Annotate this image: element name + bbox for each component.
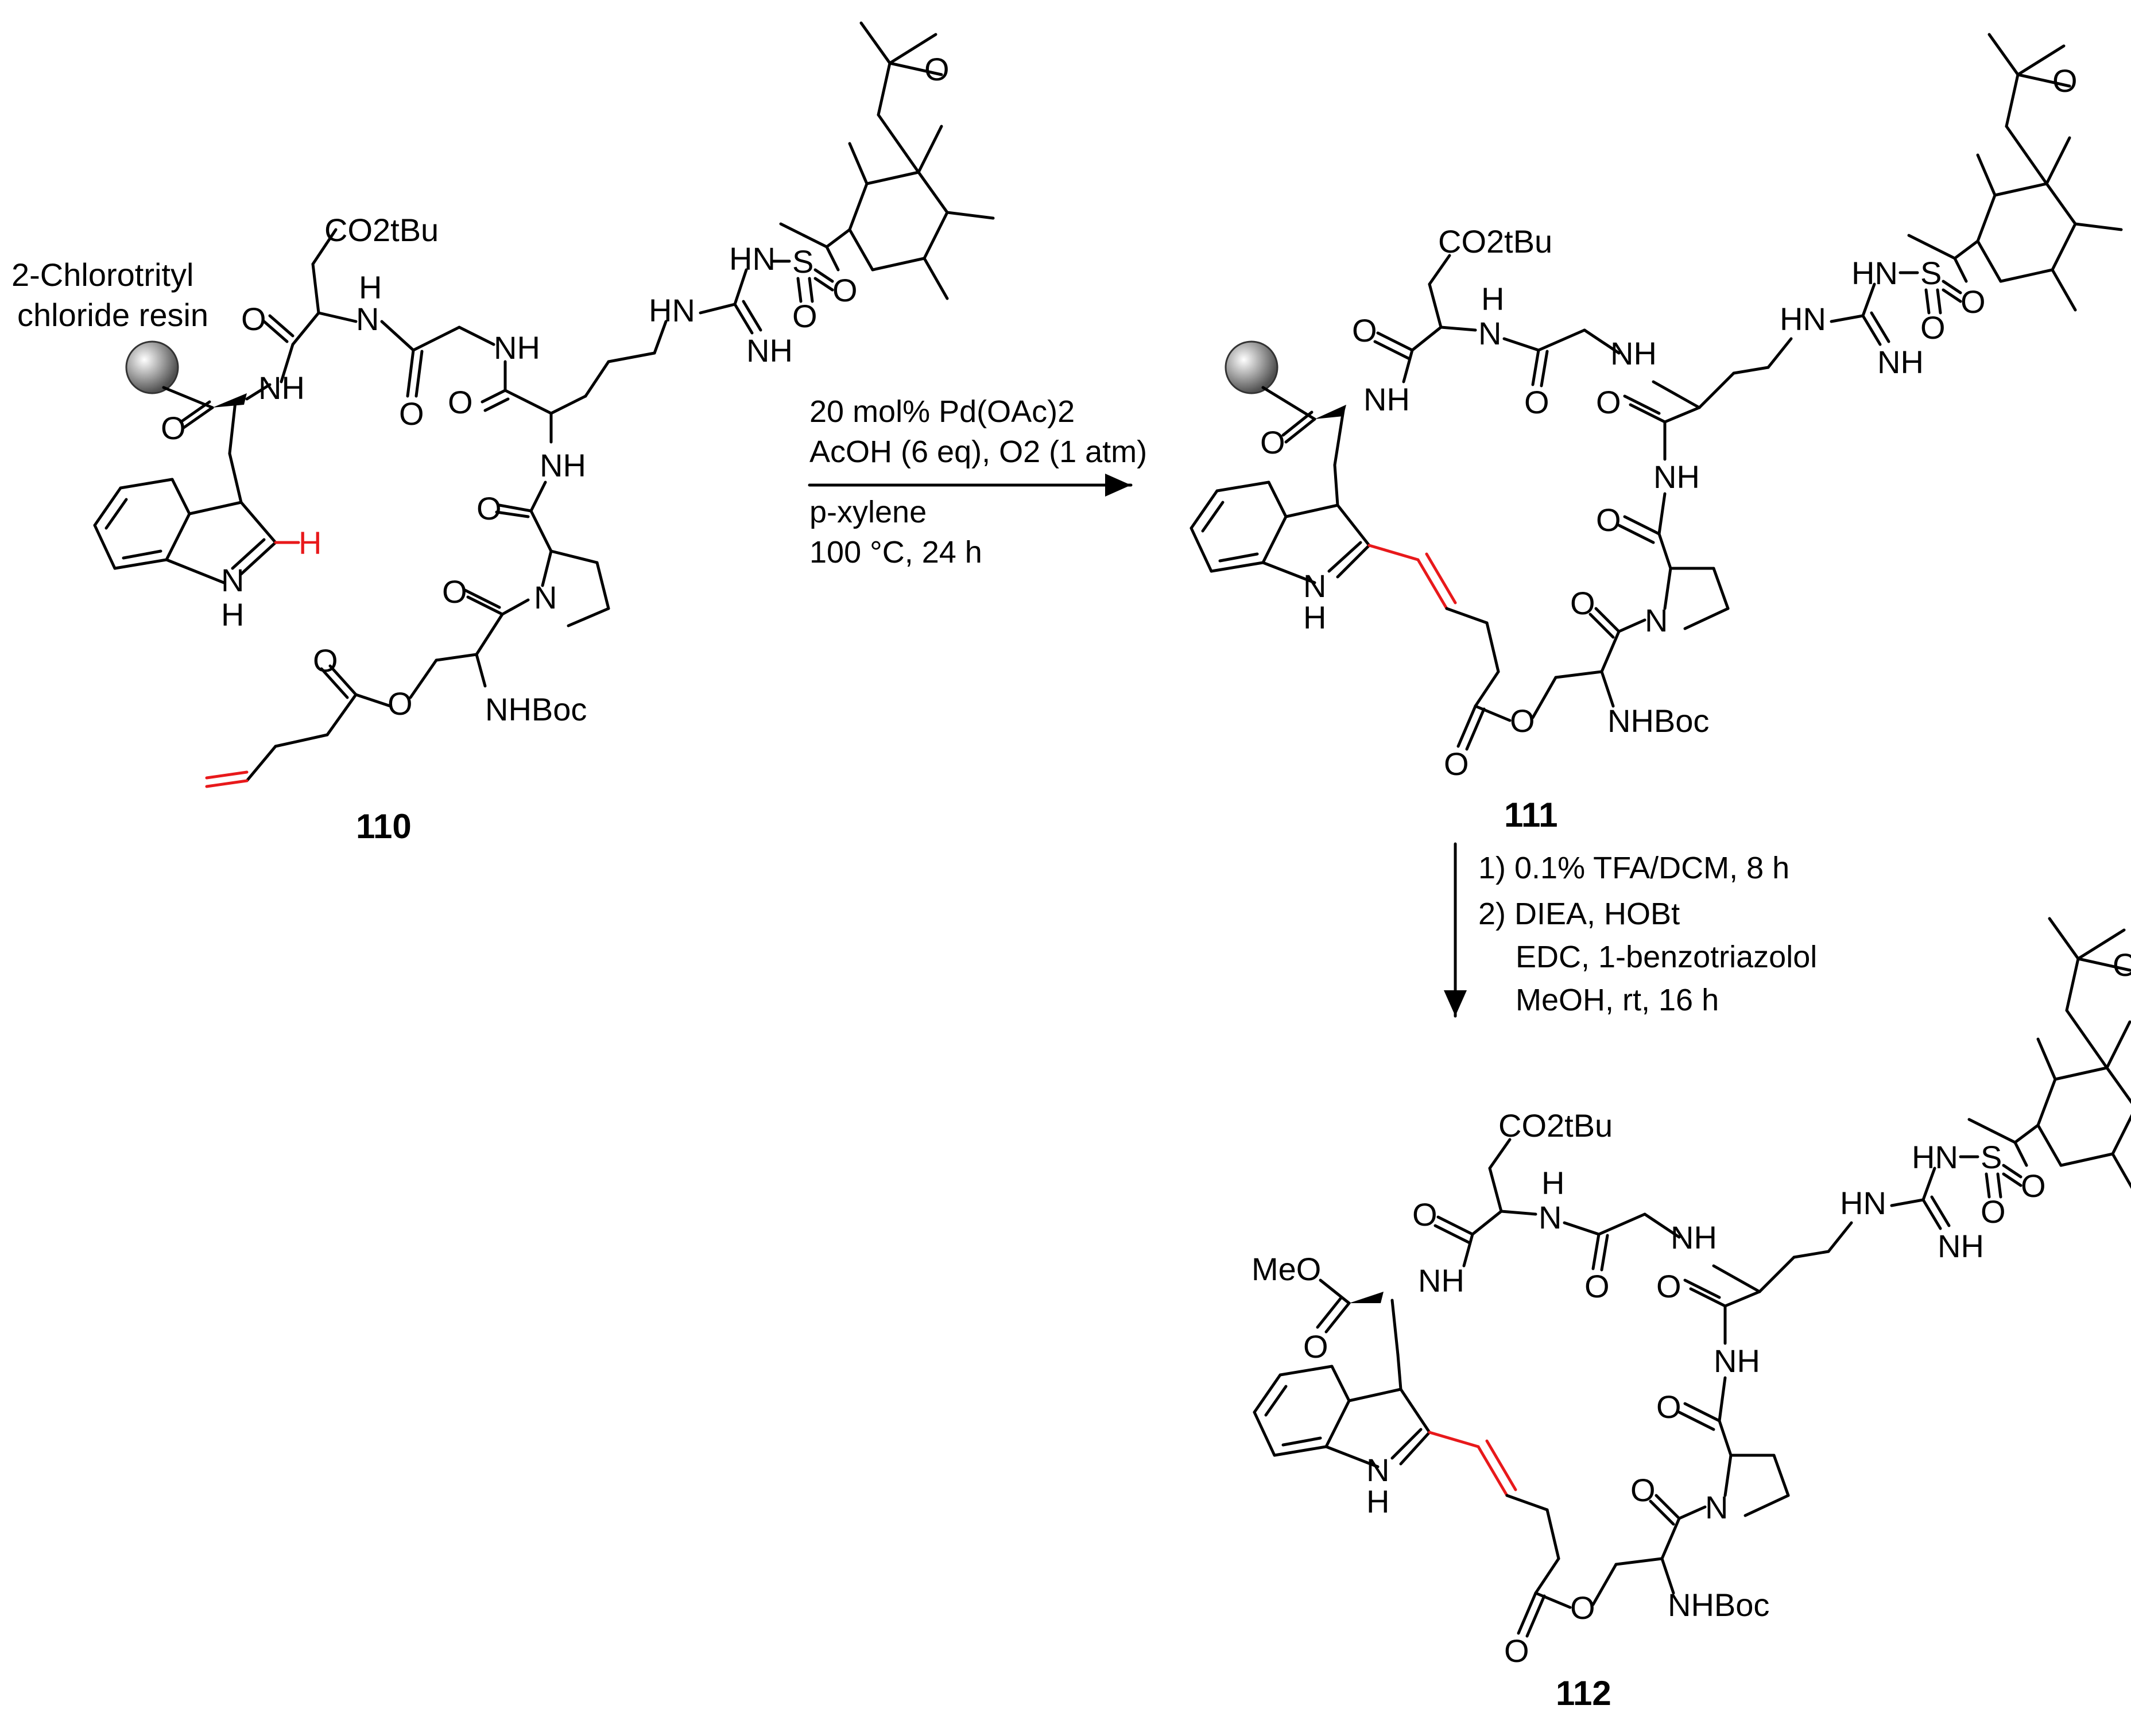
atom-o: O bbox=[1524, 384, 1549, 420]
atom-o: O bbox=[2021, 1168, 2046, 1204]
compound-number-110: 110 bbox=[356, 807, 412, 846]
co2tbu-label: CO2tBu bbox=[1498, 1107, 1613, 1144]
atom-h: H bbox=[1541, 1165, 1564, 1201]
atom-o: O bbox=[1504, 1633, 1529, 1669]
atom-o: O bbox=[1656, 1268, 1681, 1304]
atom-s: S bbox=[792, 243, 813, 280]
indole-nh: N bbox=[221, 562, 244, 598]
atom-o: O bbox=[832, 272, 858, 308]
atom-o: O bbox=[1630, 1472, 1656, 1508]
resin-bead-icon bbox=[1225, 340, 1278, 394]
step1-condition-1: 20 mol% Pd(OAc)2 bbox=[809, 394, 1075, 429]
atom-o: O bbox=[1570, 585, 1595, 621]
atom-nh: NH bbox=[1610, 335, 1657, 371]
atom-o: O bbox=[161, 410, 186, 446]
reaction-step-1: 20 mol% Pd(OAc)2 AcOH (6 eq), O2 (1 atm)… bbox=[808, 394, 1147, 569]
step1-condition-4: 100 °C, 24 h bbox=[809, 535, 982, 569]
atom-o: O bbox=[792, 298, 817, 334]
atom-s: S bbox=[1920, 255, 1942, 291]
atom-o: O bbox=[1303, 1328, 1328, 1365]
co2tbu-label: CO2tBu bbox=[1438, 223, 1552, 259]
indole-h: H bbox=[1303, 599, 1326, 636]
atom-o: O bbox=[1570, 1590, 1595, 1626]
resin-label-line2: chloride resin bbox=[17, 297, 208, 333]
atom-hn: HN bbox=[1780, 301, 1826, 337]
atom-o: O bbox=[1596, 384, 1621, 420]
resin-label-line1: 2-Chlorotrityl bbox=[11, 257, 193, 293]
atom-h: H bbox=[1481, 281, 1504, 317]
step2-condition-4: MeOH, rt, 16 h bbox=[1516, 983, 1719, 1017]
atom-h: H bbox=[359, 269, 382, 305]
atom-hn: HN bbox=[1840, 1185, 1886, 1221]
nhboc-label: NHBoc bbox=[1668, 1587, 1769, 1623]
atom-nh: NH bbox=[494, 330, 540, 366]
indole-nh: N bbox=[1366, 1452, 1389, 1488]
atom-nh: NH bbox=[1714, 1343, 1760, 1379]
atom-o: O bbox=[442, 574, 467, 610]
atom-n: N bbox=[356, 301, 379, 337]
atom-o: O bbox=[1412, 1196, 1438, 1233]
atom-nh: NH bbox=[1877, 344, 1924, 380]
atom-n: N bbox=[1478, 315, 1501, 351]
atom-o: O bbox=[448, 384, 473, 420]
atom-o: O bbox=[2113, 947, 2131, 983]
indole-h: H bbox=[221, 596, 244, 633]
atom-o: O bbox=[2052, 63, 2078, 99]
atom-o: O bbox=[1260, 424, 1285, 460]
atom-o: O bbox=[1960, 284, 1986, 320]
atom-nh: NH bbox=[1418, 1262, 1464, 1299]
atom-o: O bbox=[241, 301, 266, 337]
compound-110: 2-Chlorotrityl chloride resin O NH N H H bbox=[11, 23, 993, 846]
compound-112: MeO O NH N H O O bbox=[1252, 919, 2131, 1712]
reaction-step-2: 1) 0.1% TFA/DCM, 8 h 2) DIEA, HOBt EDC, … bbox=[1444, 842, 1817, 1018]
atom-o: O bbox=[1596, 502, 1621, 538]
atom-nh: NH bbox=[746, 332, 793, 369]
highlight-h: H bbox=[299, 525, 321, 561]
nhboc-label: NHBoc bbox=[485, 691, 587, 727]
step1-condition-3: p-xylene bbox=[809, 495, 927, 529]
atom-o: O bbox=[388, 685, 413, 722]
indole-h: H bbox=[1366, 1483, 1389, 1520]
atom-n: N bbox=[1539, 1199, 1562, 1235]
atom-o: O bbox=[1444, 746, 1469, 782]
atom-n: N bbox=[534, 579, 557, 615]
atom-s: S bbox=[1981, 1139, 2002, 1175]
compound-111: O NH N H O O NHBoc bbox=[1190, 34, 2121, 834]
co2tbu-label: CO2tBu bbox=[324, 212, 439, 248]
resin-bead-icon bbox=[125, 340, 179, 394]
step2-condition-2: 2) DIEA, HOBt bbox=[1478, 897, 1680, 931]
atom-hn: HN bbox=[1851, 255, 1898, 291]
atom-nh: NH bbox=[1938, 1228, 1984, 1264]
atom-o: O bbox=[1510, 703, 1535, 739]
nhboc-label: NHBoc bbox=[1607, 703, 1709, 739]
atom-hn: HN bbox=[649, 292, 695, 328]
atom-o: O bbox=[1656, 1389, 1681, 1425]
compound-number-112: 112 bbox=[1556, 1674, 1611, 1712]
atom-o: O bbox=[476, 490, 502, 526]
atom-o: O bbox=[1352, 312, 1377, 348]
atom-hn: HN bbox=[729, 241, 776, 277]
meo-label: MeO bbox=[1252, 1251, 1321, 1287]
atom-o: O bbox=[924, 51, 950, 87]
atom-o: O bbox=[313, 642, 338, 679]
indole-nh: N bbox=[1303, 568, 1326, 604]
step2-condition-3: EDC, 1-benzotriazolol bbox=[1516, 940, 1817, 974]
atom-o: O bbox=[399, 396, 424, 432]
compound-number-111: 111 bbox=[1504, 796, 1558, 834]
step1-condition-2: AcOH (6 eq), O2 (1 atm) bbox=[809, 435, 1147, 469]
atom-nh: NH bbox=[258, 370, 305, 406]
atom-nh: NH bbox=[1653, 459, 1700, 495]
atom-o: O bbox=[1920, 309, 1946, 346]
atom-o: O bbox=[1981, 1194, 2006, 1230]
atom-nh: NH bbox=[540, 447, 586, 483]
atom-o: O bbox=[1584, 1268, 1610, 1304]
step2-condition-1: 1) 0.1% TFA/DCM, 8 h bbox=[1478, 851, 1789, 885]
atom-nh: NH bbox=[1363, 381, 1410, 417]
atom-nh: NH bbox=[1671, 1219, 1717, 1256]
atom-hn: HN bbox=[1912, 1139, 1958, 1175]
